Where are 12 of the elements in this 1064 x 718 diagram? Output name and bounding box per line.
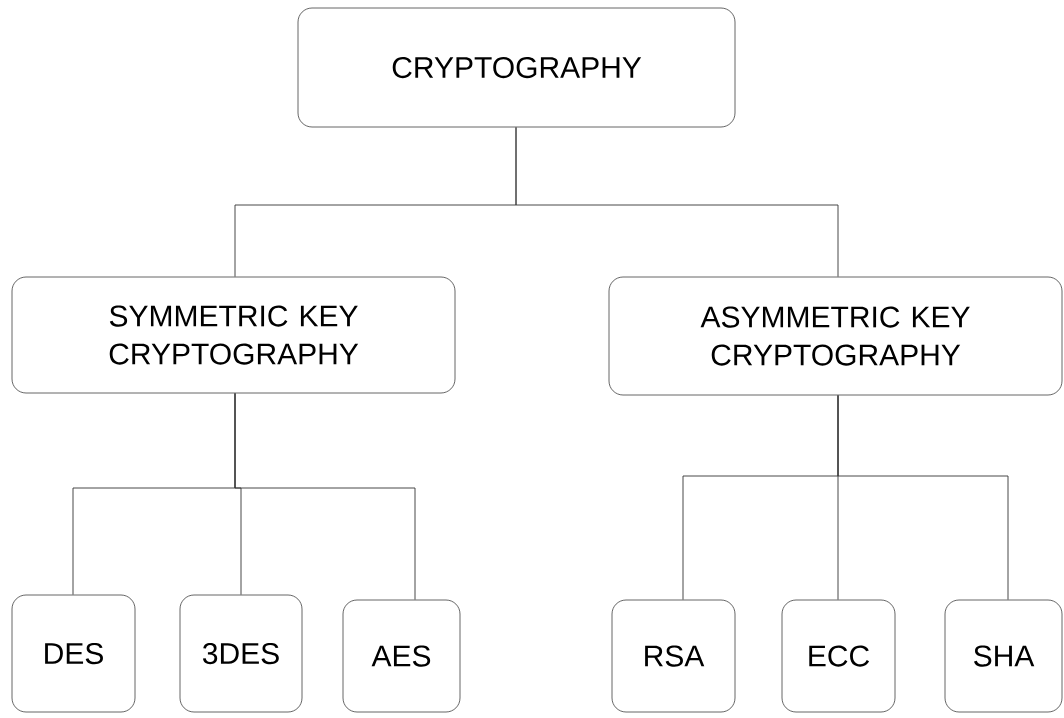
connector-line [515,126,839,278]
category-box: AES [342,599,461,713]
connector-line [837,394,1009,601]
category-box: CRYPTOGRAPHY [297,7,736,128]
category-box: DES [11,594,136,713]
category-box: ECC [781,599,896,713]
category-box: SYMMETRIC KEY CRYPTOGRAPHY [11,276,456,394]
category-box: ASYMMETRIC KEY CRYPTOGRAPHY [608,276,1063,396]
category-box: SHA [944,599,1063,713]
category-box: RSA [611,599,736,713]
category-box: 3DES [179,594,303,713]
connector-line [234,392,416,601]
